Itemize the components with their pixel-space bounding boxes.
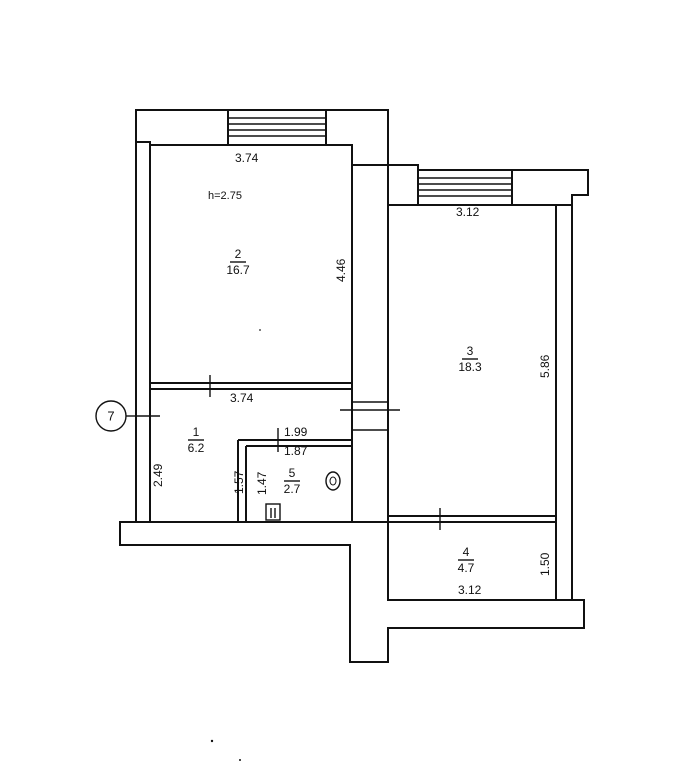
dim-room4-bottom: 3.12: [458, 583, 482, 597]
dim-room1-side: 2.49: [151, 463, 165, 487]
dim-room1-top: 3.74: [230, 391, 254, 405]
dim-room4-side: 1.50: [538, 552, 552, 576]
room-area: 18.3: [458, 360, 482, 374]
room-number: 3: [467, 344, 474, 358]
dim-bath-side-inner: 1.47: [255, 471, 269, 495]
room-3-label: 3 18.3: [458, 344, 482, 374]
dim-room3-side: 5.86: [538, 354, 552, 378]
wall-bathroom: [237, 430, 353, 522]
wall-right: [555, 170, 589, 628]
room-1-label: 1 6.2: [188, 425, 205, 455]
axis-marker: 7: [95, 400, 136, 432]
axis-marker-label: 7: [107, 408, 114, 423]
wall-bottom: [119, 521, 585, 663]
dim-room3-top: 3.12: [456, 205, 480, 219]
room-area: 2.7: [284, 482, 301, 496]
window-room3: [417, 169, 513, 206]
room-2-label: 2 16.7: [226, 247, 250, 277]
wall-room4-top: [388, 515, 556, 523]
scan-marks: [210, 329, 261, 761]
wall-partition-2-3: [351, 110, 389, 388]
dim-bath-top-inner: 1.87: [284, 444, 308, 458]
ceiling-height-note: h=2.75: [208, 190, 242, 202]
room-number: 4: [463, 545, 470, 559]
room-5-label: 5 2.7: [284, 466, 301, 496]
dim-room2-side: 4.46: [334, 258, 348, 282]
dim-bath-top-outer: 1.99: [284, 425, 308, 439]
room-area: 6.2: [188, 441, 205, 455]
room-number: 1: [193, 425, 200, 439]
sink-icon: [265, 503, 281, 521]
room-area: 16.7: [226, 263, 250, 277]
door-marks: [136, 375, 441, 530]
dim-room2-top: 3.74: [235, 151, 259, 165]
toilet-icon: [325, 471, 341, 491]
wall-left: [135, 110, 151, 522]
window-room2: [227, 109, 327, 146]
wall-room2-bottom: [150, 382, 352, 390]
room-area: 4.7: [458, 561, 475, 575]
room-number: 5: [289, 466, 296, 480]
room-4-label: 4 4.7: [458, 545, 475, 575]
room-number: 2: [235, 247, 242, 261]
dim-bath-side-outer: 1.57: [232, 470, 246, 494]
